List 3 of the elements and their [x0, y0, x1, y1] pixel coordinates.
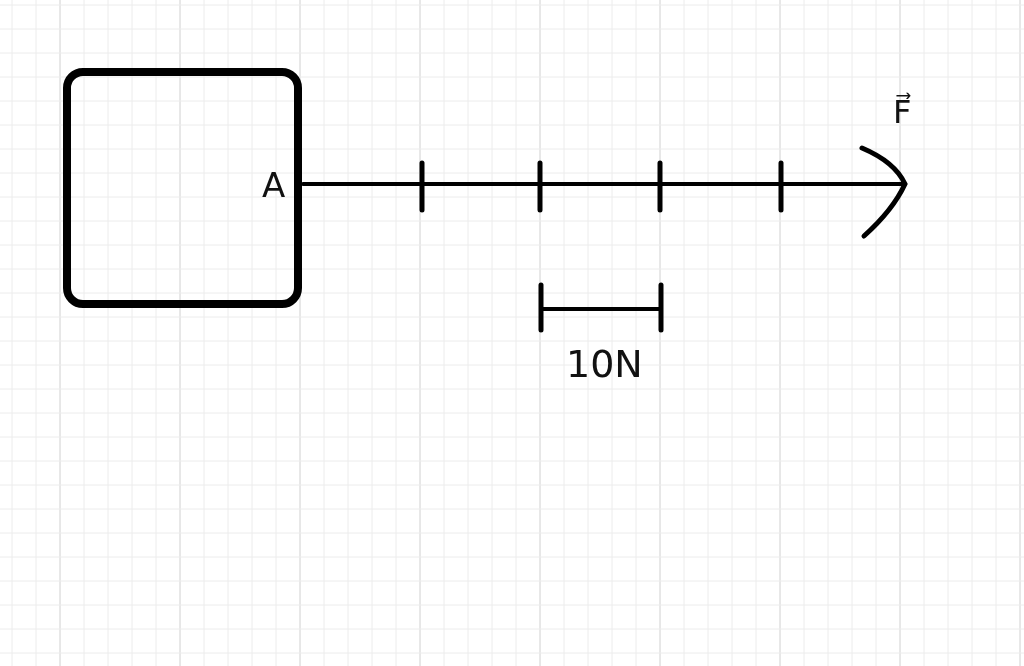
scale-label: 10N [566, 345, 643, 383]
block-box [63, 68, 302, 308]
point-label: A [262, 168, 286, 202]
